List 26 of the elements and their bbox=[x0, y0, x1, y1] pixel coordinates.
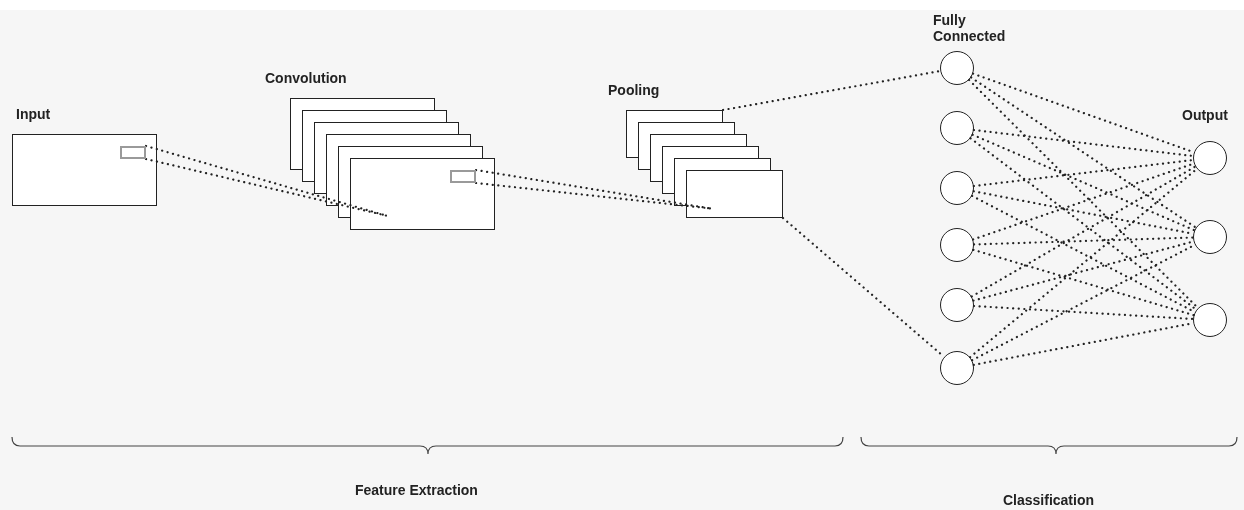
dotted-connector bbox=[972, 158, 1195, 188]
section-label: Feature Extraction bbox=[355, 482, 479, 498]
feature-map-stack bbox=[606, 82, 784, 219]
receptive-field-window bbox=[120, 146, 146, 159]
layer-heading: Pooling bbox=[608, 82, 660, 98]
dotted-connector bbox=[972, 248, 1195, 317]
dotted-connector bbox=[144, 157, 388, 217]
dotted-connector bbox=[972, 128, 1195, 158]
dotted-connector bbox=[721, 69, 942, 112]
section-label: Fully Connected bbox=[933, 12, 1007, 44]
dotted-connector bbox=[969, 137, 1198, 311]
dotted-connector bbox=[474, 168, 712, 210]
section-label: Output bbox=[1182, 107, 1229, 123]
input-frame bbox=[12, 106, 158, 207]
section-label: Classification bbox=[1003, 492, 1096, 508]
dotted-connector bbox=[972, 304, 1195, 321]
feature-map-stack bbox=[264, 70, 495, 231]
layer-heading: Input bbox=[16, 106, 51, 122]
dotted-connector bbox=[971, 133, 1196, 232]
receptive-field-window bbox=[450, 170, 476, 183]
dotted-connector bbox=[970, 76, 1197, 229]
dotted-connector bbox=[970, 165, 1197, 298]
dotted-connector bbox=[474, 181, 712, 210]
layer-heading: Convolution bbox=[265, 70, 347, 86]
dotted-connector bbox=[969, 167, 1198, 359]
dotted-connector bbox=[972, 236, 1195, 246]
